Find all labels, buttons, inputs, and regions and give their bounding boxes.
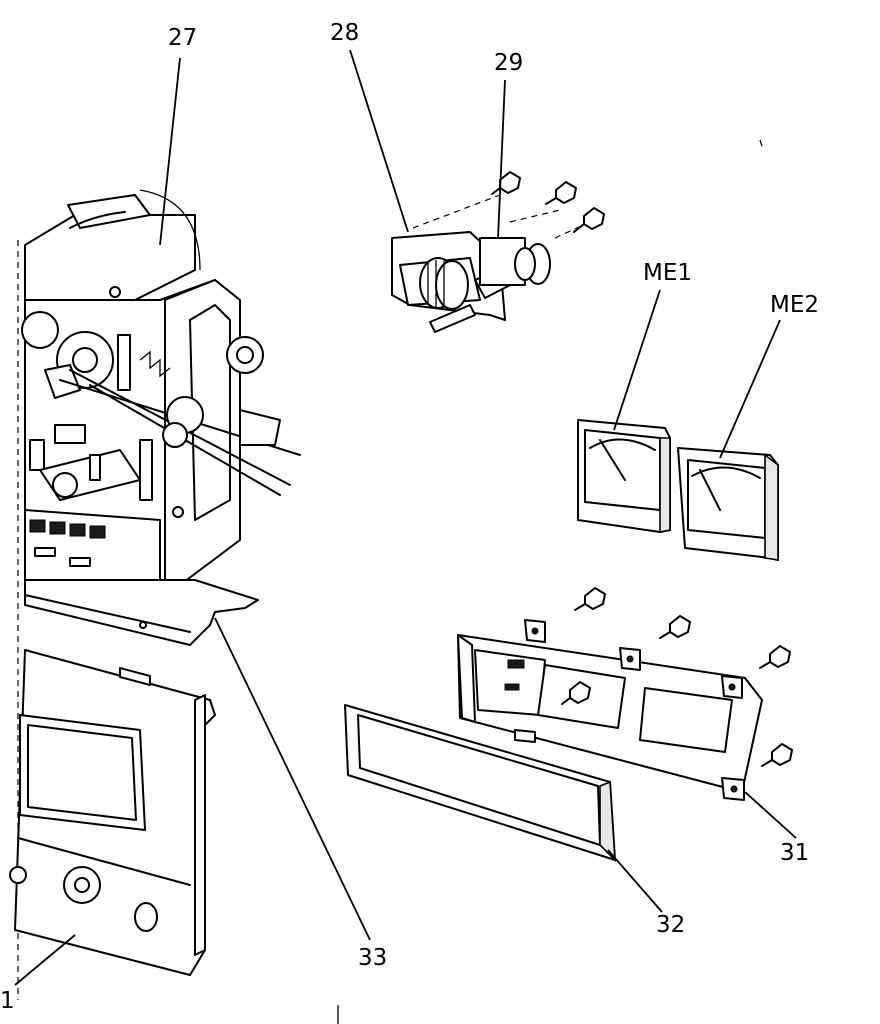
leader-lines — [14, 49, 797, 986]
label-1: 1 — [0, 988, 15, 1014]
part-1-front-panel — [9, 649, 216, 976]
label-27: 27 — [168, 25, 197, 51]
label-29: 29 — [494, 50, 523, 76]
label-33: 33 — [358, 945, 387, 971]
screw-icon — [545, 181, 577, 205]
part-33-bracket — [24, 579, 259, 646]
screw-icon — [659, 615, 691, 639]
part-28-gear-assembly — [391, 194, 521, 333]
screw-icon — [574, 587, 606, 611]
label-32: 32 — [656, 912, 685, 938]
part-27-deck-mechanism — [21, 189, 301, 586]
meter-me1 — [577, 419, 671, 533]
screw-icon — [491, 171, 521, 195]
part-32-window-frame — [344, 704, 616, 863]
screw-icon — [573, 207, 605, 233]
label-me2: ME2 — [770, 292, 819, 318]
part-31-meter-housing — [457, 619, 763, 801]
screw-icon — [759, 645, 791, 669]
part-29-motor-pulley — [479, 209, 591, 286]
label-31: 31 — [780, 840, 809, 866]
screw-icon — [761, 743, 793, 767]
label-28: 28 — [330, 20, 359, 46]
label-me1: ME1 — [643, 260, 692, 286]
meter-me2 — [677, 447, 779, 561]
